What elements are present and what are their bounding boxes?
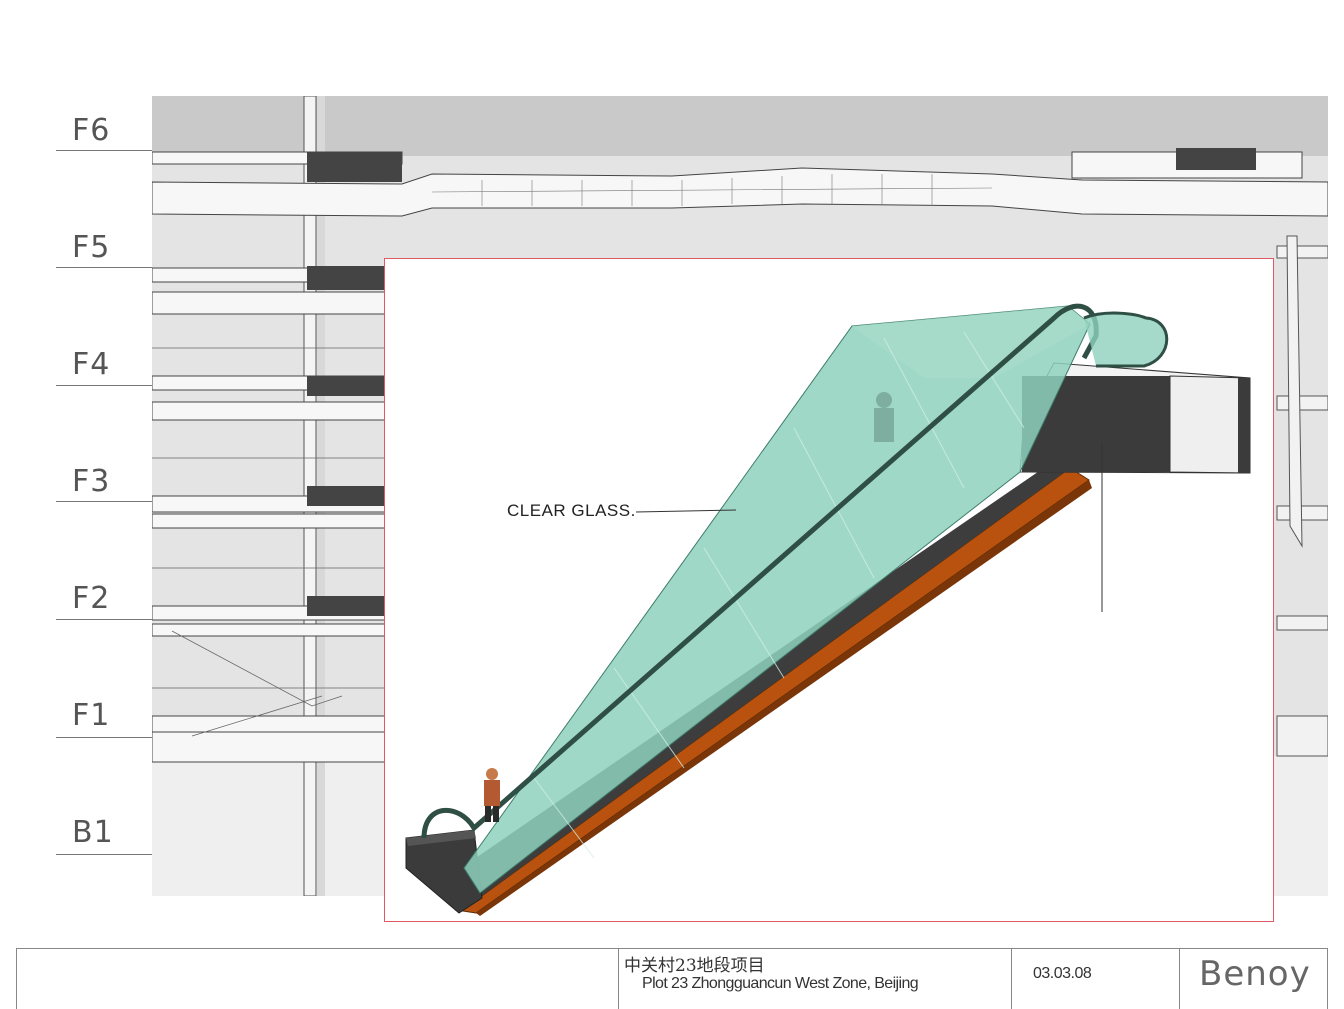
floor-line-f5 [56,267,152,268]
floor-label-f5: F5 [72,230,111,265]
glass-label-leader [635,509,737,513]
floor-line-f1 [56,737,152,738]
clear-glass-label: CLEAR GLASS. [507,501,636,520]
floor-label-f3: F3 [72,464,111,499]
title-block [16,948,1328,1009]
person-figure-shadow [874,392,894,442]
floor-line-f3 [56,501,152,502]
floor-label-b1: B1 [72,815,114,850]
title-block-logo-cell [1179,949,1328,1009]
lower-landing-housing [405,829,483,914]
floor-label-f4: F4 [72,347,111,382]
benoy-logo: Benoy [1199,954,1311,994]
glass-escalator-illustration [405,303,1251,916]
title-block-project-cell [618,949,1011,1009]
project-name-chinese: 中关村23地段项目 [624,956,765,976]
floor-label-f1: F1 [72,698,111,733]
title-block-blank-cell [16,949,618,1009]
project-name-english: Plot 23 Zhongguancun West Zone, Beijing [642,975,919,992]
clear-glass-panel [463,305,1091,894]
floor-label-f2: F2 [72,581,111,616]
title-block-date-cell [1011,949,1179,1009]
drawing-date: 03.03.08 [1033,965,1092,982]
floor-line-f4 [56,385,152,386]
person-figure [484,768,500,822]
floor-label-f6: F6 [72,113,111,148]
floor-line-f2 [56,619,152,620]
floor-line-f6 [56,150,152,151]
floor-line-b1 [56,854,152,855]
